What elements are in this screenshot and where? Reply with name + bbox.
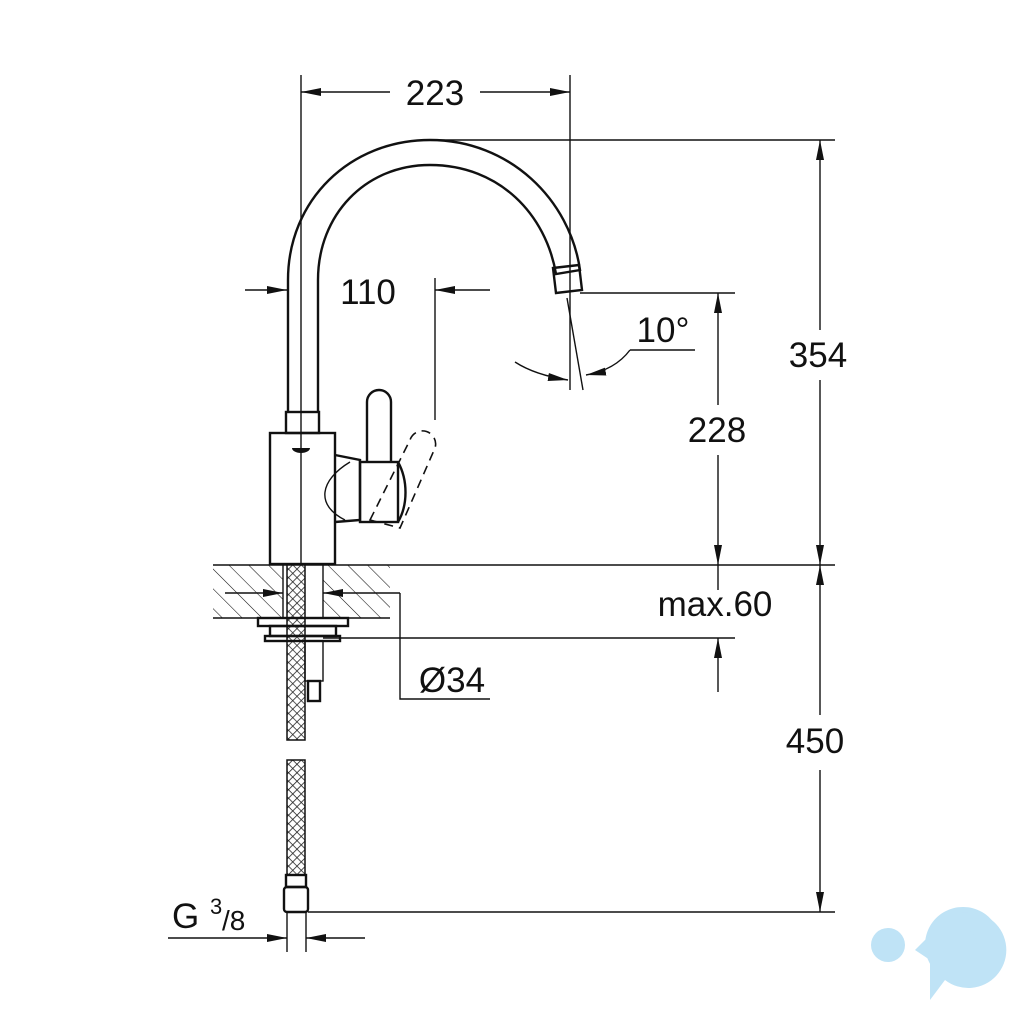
dim-thread-den: /8 <box>222 905 245 936</box>
dim-thread-num: 3 <box>210 894 222 919</box>
faucet-body <box>268 75 584 566</box>
hose-assembly <box>256 564 350 914</box>
dim-hose-length: 450 <box>786 722 844 761</box>
dim-hole-diameter: Ø34 <box>419 661 485 700</box>
dim-spout-angle: 10° <box>637 311 690 350</box>
dim-counter-thickness: max.60 <box>658 585 773 624</box>
dim-lever-offset: 110 <box>340 273 396 312</box>
infinity-cd-logo <box>871 906 1007 1000</box>
dim-spout-reach: 223 <box>406 74 464 113</box>
dim-total-height: 354 <box>789 336 847 375</box>
dimension-lines <box>168 75 835 952</box>
dim-thread-prefix: G <box>172 897 199 936</box>
dim-spout-height: 228 <box>688 411 746 450</box>
